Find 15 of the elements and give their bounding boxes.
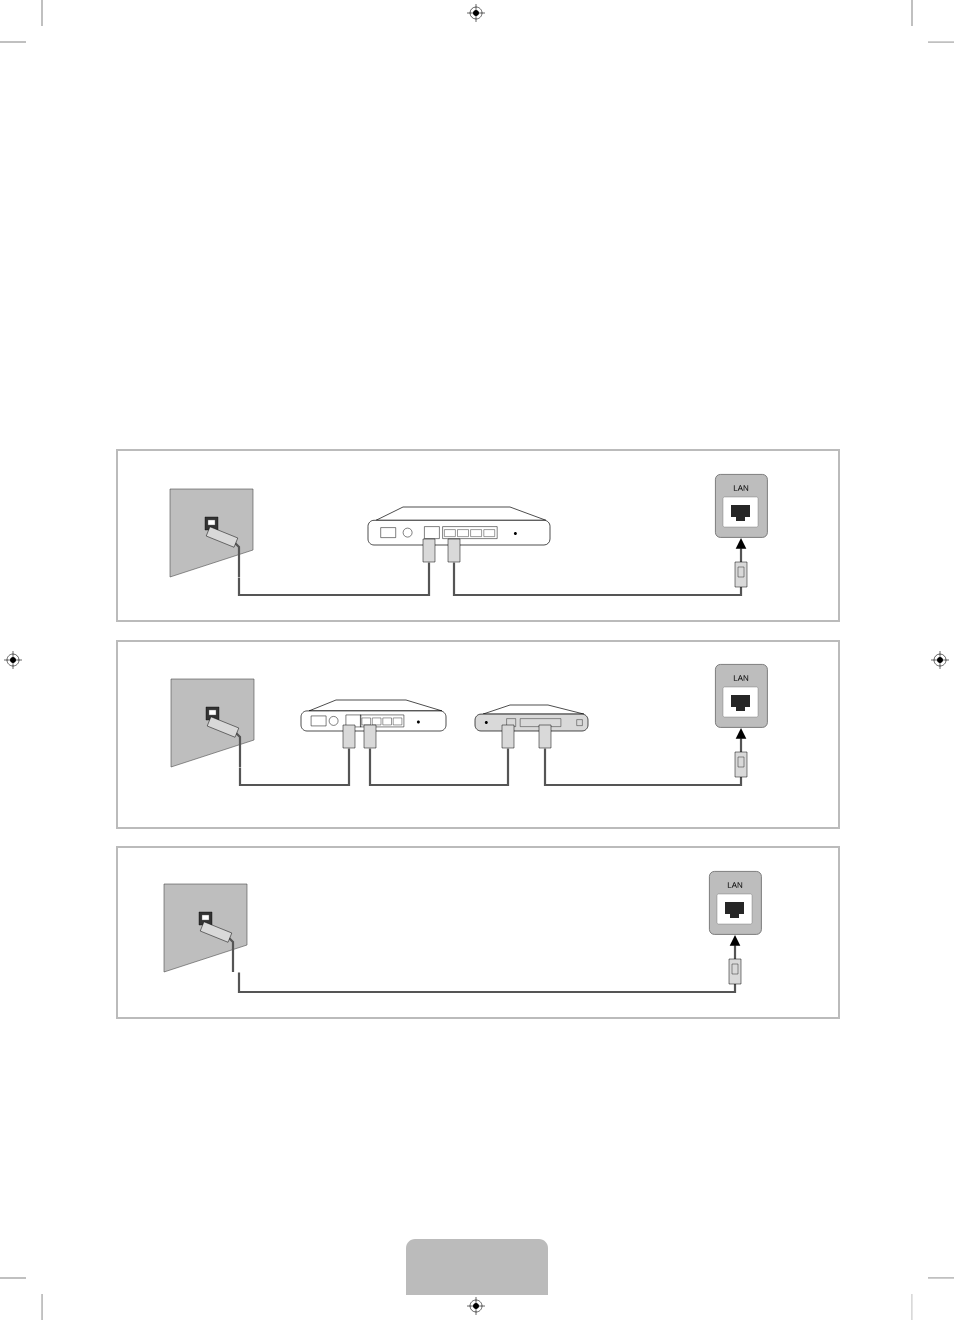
lan-port: LAN xyxy=(715,664,768,728)
panel-frame xyxy=(116,846,840,1019)
panel-frame xyxy=(116,449,840,622)
cable xyxy=(238,748,351,787)
wall-outlet-drawing xyxy=(169,488,254,578)
lan-port: LAN xyxy=(715,474,768,538)
cable xyxy=(368,748,510,787)
router-drawing xyxy=(474,704,589,749)
wall-outlet-drawing xyxy=(170,678,255,768)
panel-frame xyxy=(116,640,840,829)
lan-port: LAN xyxy=(709,871,762,935)
cable xyxy=(237,562,431,597)
wall-outlet-drawing xyxy=(163,883,248,973)
router-drawing xyxy=(300,699,447,749)
router-drawing xyxy=(367,506,551,563)
